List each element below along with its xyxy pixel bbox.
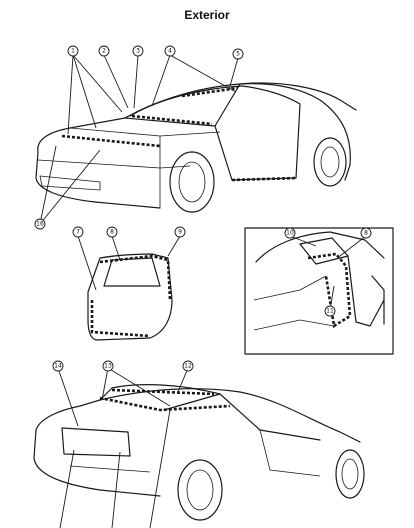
- callout-label: 7: [76, 229, 80, 236]
- callout-4: 4: [164, 45, 176, 57]
- callout-14: 14: [52, 360, 64, 372]
- callout-label: 11: [326, 308, 334, 315]
- leader-lines: [39, 54, 367, 528]
- callout-label: 5: [236, 51, 240, 58]
- front-car-illustration: [35, 82, 357, 213]
- callout-label: 12: [184, 363, 192, 370]
- door-panel-illustration: [87, 253, 173, 341]
- callout-7: 7: [72, 226, 84, 238]
- callout-label: 2: [102, 48, 106, 55]
- callout-5: 5: [232, 48, 244, 60]
- callout-13: 13: [102, 360, 114, 372]
- callout-10: 10: [284, 227, 296, 239]
- rear-car-illustration: [33, 384, 365, 521]
- callout-label: 8: [364, 230, 368, 237]
- callout-8-roof: 8: [360, 227, 372, 239]
- callout-9: 9: [174, 226, 186, 238]
- roof-inset-illustration: [244, 227, 394, 355]
- callout-label: 4: [168, 48, 172, 55]
- callout-label: 14: [54, 363, 62, 370]
- callout-label: 16: [36, 221, 44, 228]
- callout-3: 3: [132, 45, 144, 57]
- callout-label: 9: [178, 229, 182, 236]
- callout-label: 13: [104, 363, 112, 370]
- callout-16: 16: [34, 218, 46, 230]
- callout-12: 12: [182, 360, 194, 372]
- callout-11: 11: [324, 305, 336, 317]
- callout-1: 1: [67, 45, 79, 57]
- page-title: Exterior: [184, 8, 230, 22]
- callout-2: 2: [98, 45, 110, 57]
- callout-label: 8: [110, 229, 114, 236]
- callout-8-door: 8: [106, 226, 118, 238]
- callout-label: 1: [71, 48, 75, 55]
- callout-label: 10: [286, 230, 294, 237]
- callout-label: 3: [136, 48, 140, 55]
